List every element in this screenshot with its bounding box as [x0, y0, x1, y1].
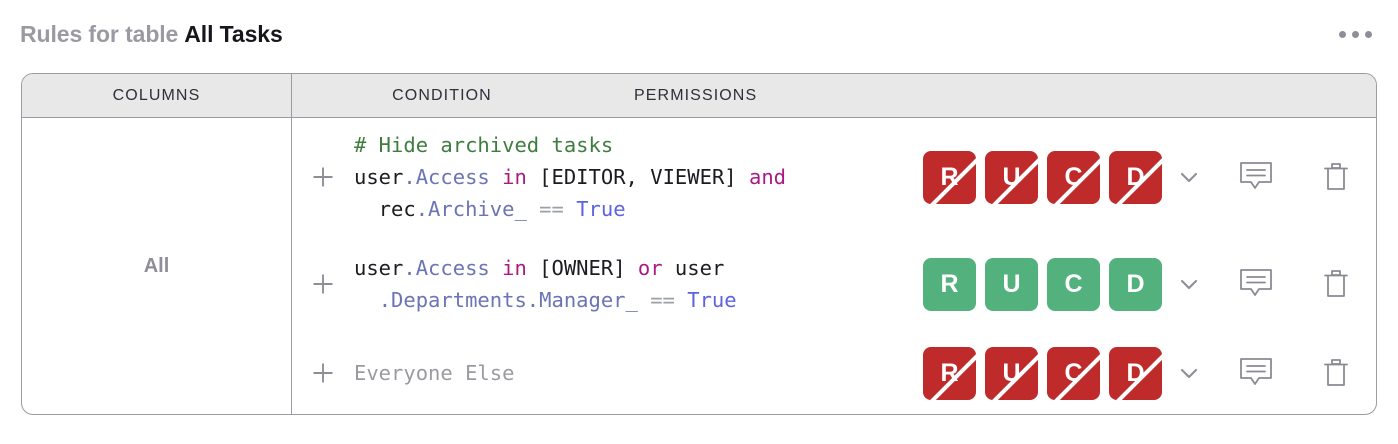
kebab-dot	[1352, 30, 1359, 38]
rules-list: # Hide archived tasks user.Access in [ED…	[292, 118, 1376, 414]
kebab-dot	[1339, 30, 1346, 38]
permission-badge-r-deny[interactable]: R	[923, 346, 976, 400]
rule-row: Everyone Else R U C D	[292, 332, 1376, 414]
column-header-permissions: PERMISSIONS	[634, 86, 758, 104]
rule-condition[interactable]: Everyone Else	[354, 357, 923, 389]
chevron-down-icon[interactable]	[1162, 361, 1216, 385]
code-token: in	[502, 165, 527, 189]
permission-letter: C	[1064, 358, 1083, 387]
trash-icon[interactable]	[1296, 357, 1376, 389]
code-token: .Access	[403, 256, 490, 280]
add-rule-plus-icon[interactable]	[292, 360, 354, 386]
code-token	[354, 288, 379, 312]
column-header-columns: COLUMNS	[22, 74, 292, 117]
code-token: .Archive_	[415, 197, 527, 221]
code-token: Everyone Else	[354, 361, 515, 385]
column-header-condition: CONDITION	[392, 86, 492, 104]
code-token	[638, 288, 650, 312]
rules-table: COLUMNS CONDITION PERMISSIONS All # Hide…	[21, 73, 1377, 415]
table-header-row: COLUMNS CONDITION PERMISSIONS	[22, 74, 1376, 118]
comment-icon[interactable]	[1216, 161, 1296, 193]
code-token: rec	[354, 197, 416, 221]
rule-row: user.Access in [OWNER] or user .Departme…	[292, 236, 1376, 332]
permission-letter: R	[940, 162, 959, 191]
page-title-table-name: All Tasks	[184, 20, 283, 47]
code-token: [EDITOR, VIEWER]	[526, 165, 749, 189]
permission-badge-c-deny[interactable]: C	[1047, 150, 1100, 204]
code-token: True	[687, 288, 737, 312]
add-rule-plus-icon[interactable]	[292, 271, 354, 297]
code-token: True	[576, 197, 626, 221]
code-token: in	[502, 256, 527, 280]
comment-icon[interactable]	[1216, 357, 1296, 389]
code-token: .Access	[403, 165, 490, 189]
page-title-prefix: Rules for table	[20, 20, 179, 47]
permission-badge-d-deny[interactable]: D	[1109, 150, 1162, 204]
chevron-down-icon[interactable]	[1162, 165, 1216, 189]
code-token	[527, 197, 539, 221]
permission-letter: D	[1126, 269, 1145, 298]
rule-row: # Hide archived tasks user.Access in [ED…	[292, 118, 1376, 236]
permission-badge-d-deny[interactable]: D	[1109, 346, 1162, 400]
rule-condition[interactable]: user.Access in [OWNER] or user .Departme…	[354, 252, 923, 316]
permission-letter: U	[1002, 358, 1021, 387]
permission-badge-r-deny[interactable]: R	[923, 150, 976, 204]
permission-badge-u-deny[interactable]: U	[985, 346, 1038, 400]
code-token: user	[354, 256, 404, 280]
permission-letter: R	[940, 358, 959, 387]
code-token	[490, 165, 502, 189]
trash-icon[interactable]	[1296, 161, 1376, 193]
permission-badge-c-allow[interactable]: C	[1047, 257, 1100, 311]
permission-badge-c-deny[interactable]: C	[1047, 346, 1100, 400]
table-body: All # Hide archived tasks user.Access in…	[22, 118, 1376, 414]
kebab-menu-icon[interactable]	[1335, 25, 1376, 44]
permission-letter: C	[1064, 162, 1083, 191]
trash-icon[interactable]	[1296, 268, 1376, 300]
code-token	[675, 288, 687, 312]
code-token: or	[637, 256, 663, 280]
permission-badge-u-deny[interactable]: U	[985, 150, 1038, 204]
code-token: [OWNER]	[526, 256, 638, 280]
permission-letter: U	[1002, 162, 1021, 191]
code-token: user	[662, 256, 725, 280]
code-token	[490, 256, 502, 280]
permission-badge-r-allow[interactable]: R	[923, 257, 976, 311]
kebab-dot	[1365, 30, 1372, 38]
code-token: and	[748, 165, 787, 189]
permission-badge-u-allow[interactable]: U	[985, 257, 1038, 311]
rule-condition[interactable]: # Hide archived tasks user.Access in [ED…	[354, 129, 923, 225]
add-rule-plus-icon[interactable]	[292, 164, 354, 190]
code-token: .Departments.Manager_	[378, 288, 638, 312]
columns-cell[interactable]: All	[22, 118, 292, 414]
chevron-down-icon[interactable]	[1162, 272, 1216, 296]
code-token: ==	[539, 197, 564, 221]
permission-letter: D	[1126, 358, 1145, 387]
code-token: # Hide archived tasks	[354, 133, 614, 157]
comment-icon[interactable]	[1216, 268, 1296, 300]
permission-badge-d-allow[interactable]: D	[1109, 257, 1162, 311]
code-token: ==	[650, 288, 675, 312]
code-token: user	[354, 165, 404, 189]
permission-letter: U	[1002, 269, 1021, 298]
code-token	[564, 197, 576, 221]
permission-letter: C	[1064, 269, 1083, 298]
permission-letter: R	[940, 269, 959, 298]
permission-letter: D	[1126, 162, 1145, 191]
columns-cell-label: All	[143, 254, 170, 277]
